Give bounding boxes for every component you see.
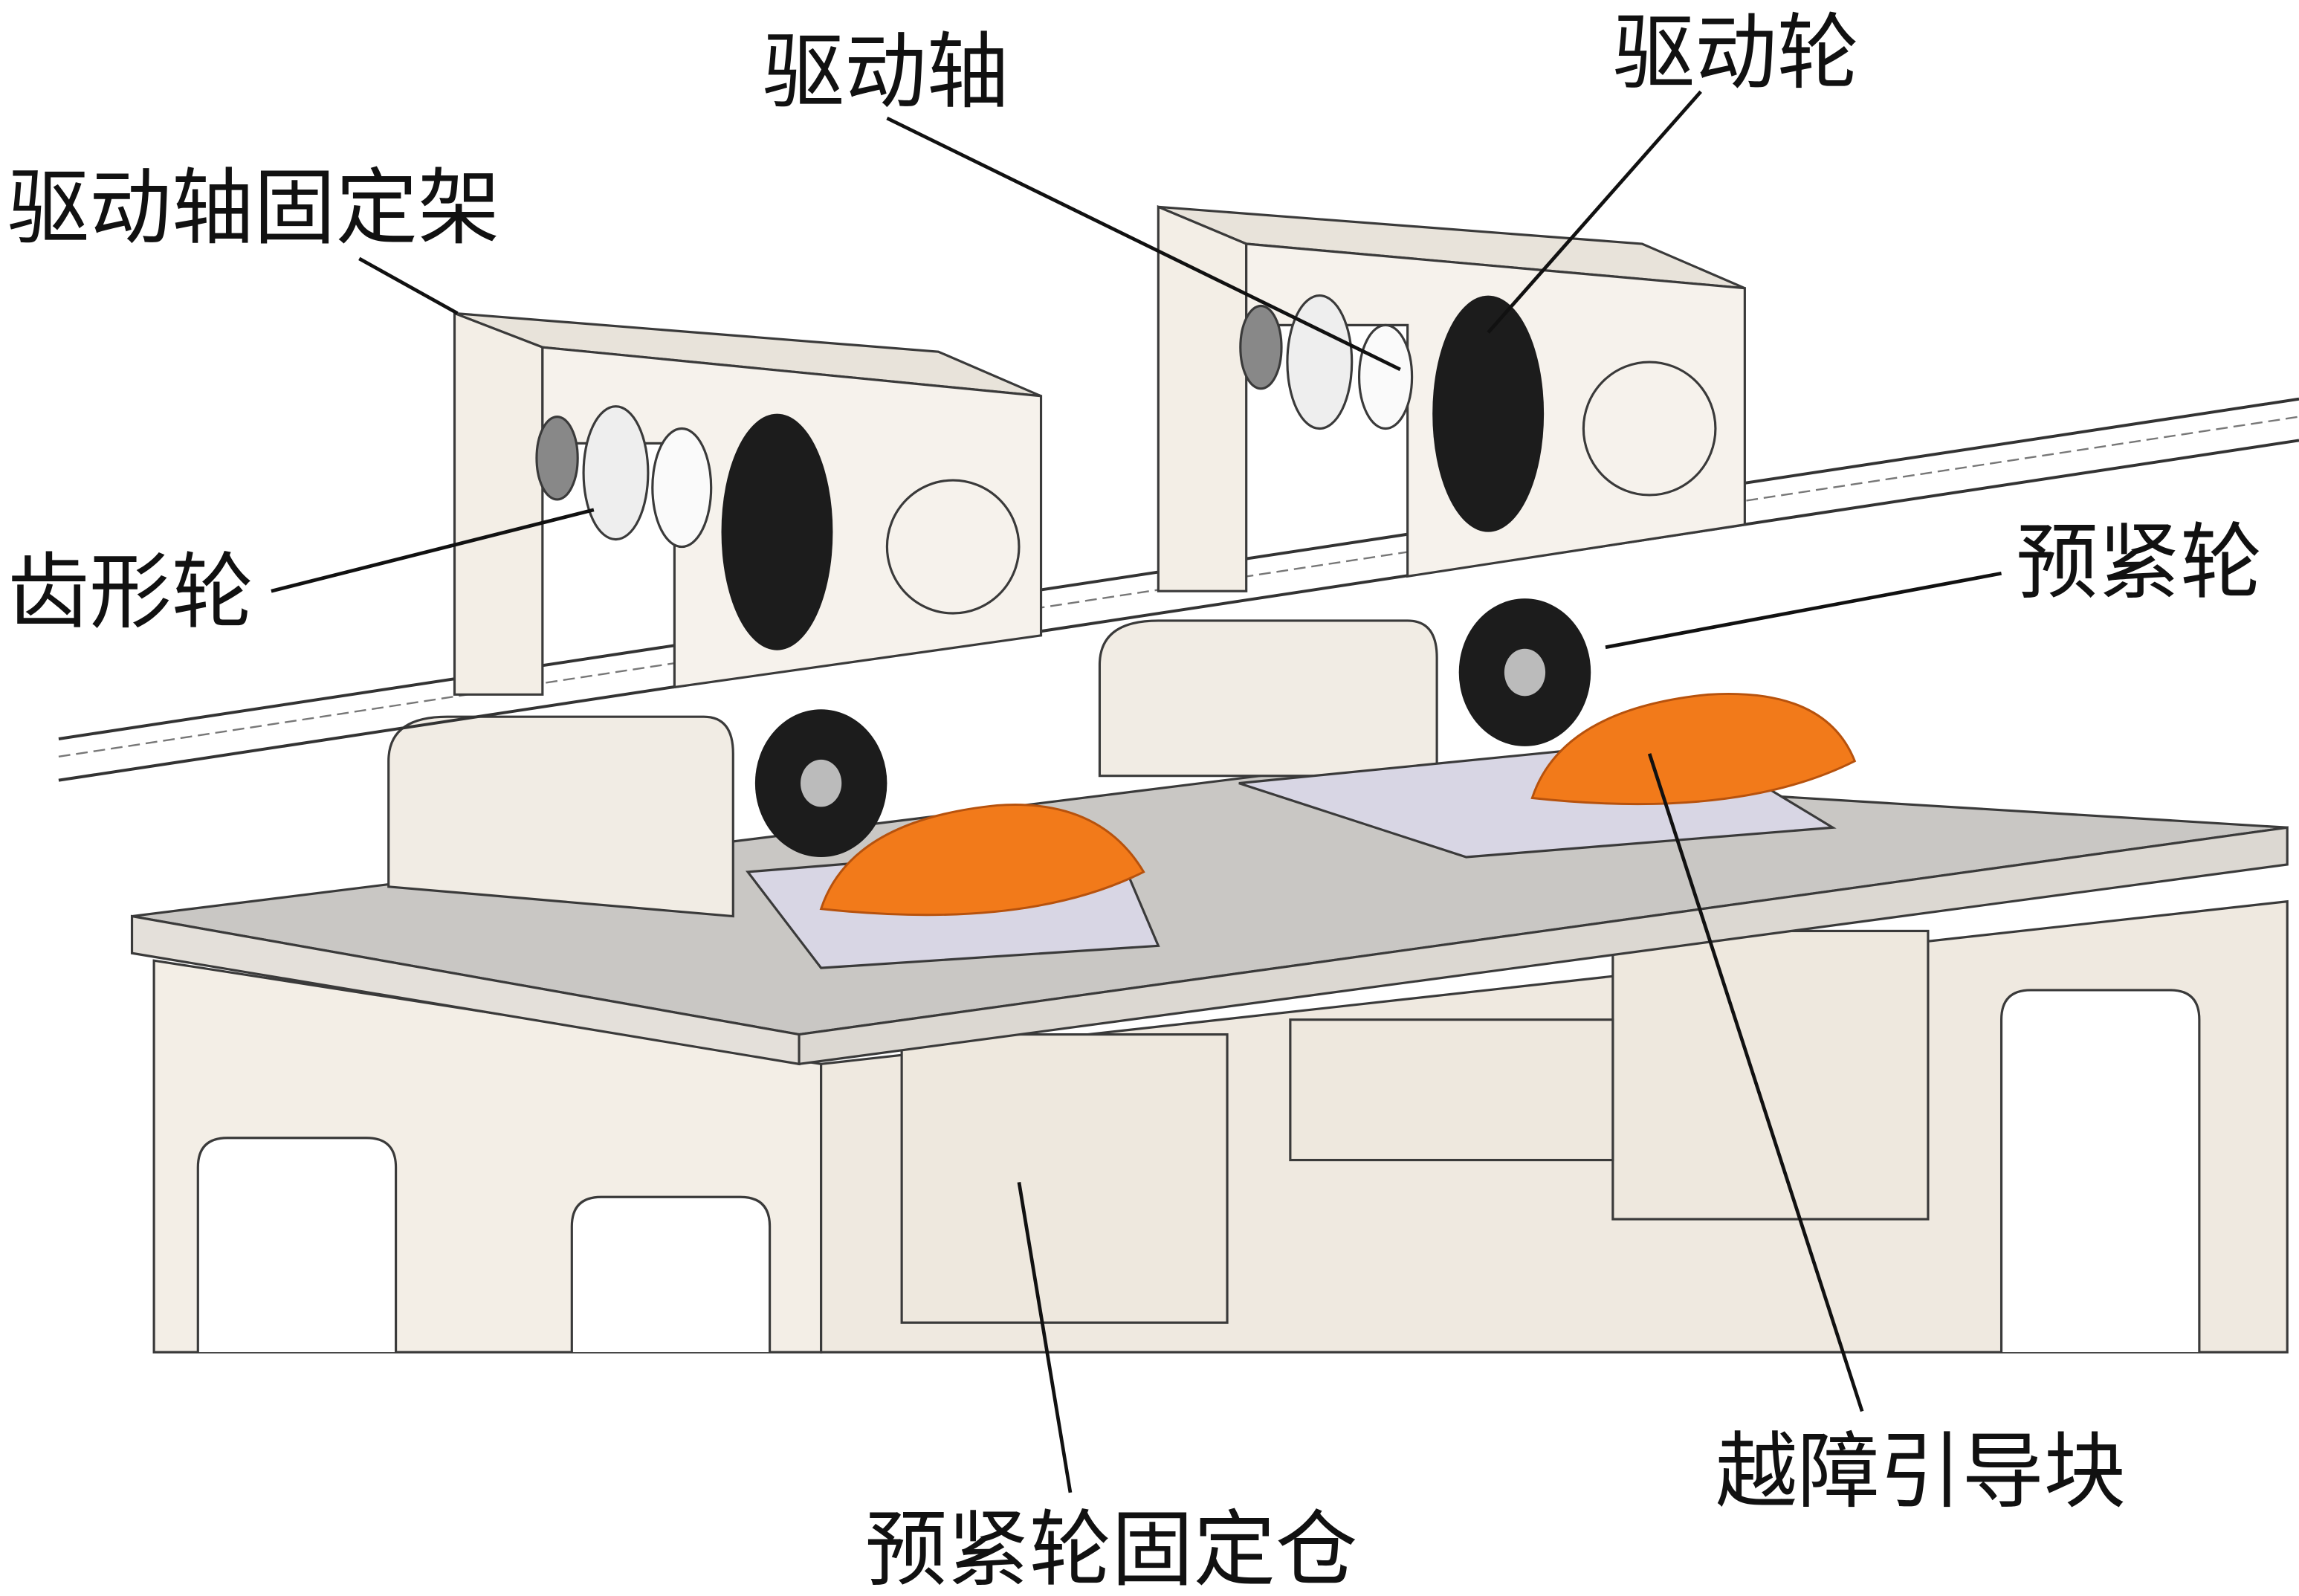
obstacle-guide-block-left [819, 804, 1145, 917]
obstacle-guide-block [1530, 693, 1857, 806]
preload-wheel-housing [900, 1033, 1229, 1324]
table-frame [152, 899, 2289, 1354]
leader-line [886, 116, 1401, 372]
label-drive-wheel: 驱动轮 [1613, 5, 1859, 102]
leader-line [358, 256, 459, 315]
drive-shaft [1358, 323, 1414, 430]
drive-wheel-left [721, 413, 833, 650]
label-obstacle-guide-block: 越障引导块 [1716, 1424, 2126, 1520]
leader-line [1605, 571, 2002, 650]
drive-wheel [1432, 295, 1545, 532]
drive-shaft-bracket-right [1157, 204, 1746, 592]
leader-line [1017, 1181, 1073, 1493]
leader-line [1487, 90, 1702, 334]
leader-line [1647, 753, 1864, 1412]
label-preload-wheel: 预紧轮 [2016, 515, 2262, 612]
drive-shaft-bracket-left [453, 311, 1043, 696]
label-drive-shaft-bracket: 驱动轴固定架 [7, 161, 500, 257]
label-toothed-wheel: 齿形轮 [7, 545, 253, 642]
leader-line [271, 508, 595, 593]
toothed-wheel [582, 405, 650, 541]
label-preload-wheel-housing: 预紧轮固定仓 [865, 1502, 1358, 1596]
label-drive-shaft: 驱动轴 [763, 25, 1009, 121]
